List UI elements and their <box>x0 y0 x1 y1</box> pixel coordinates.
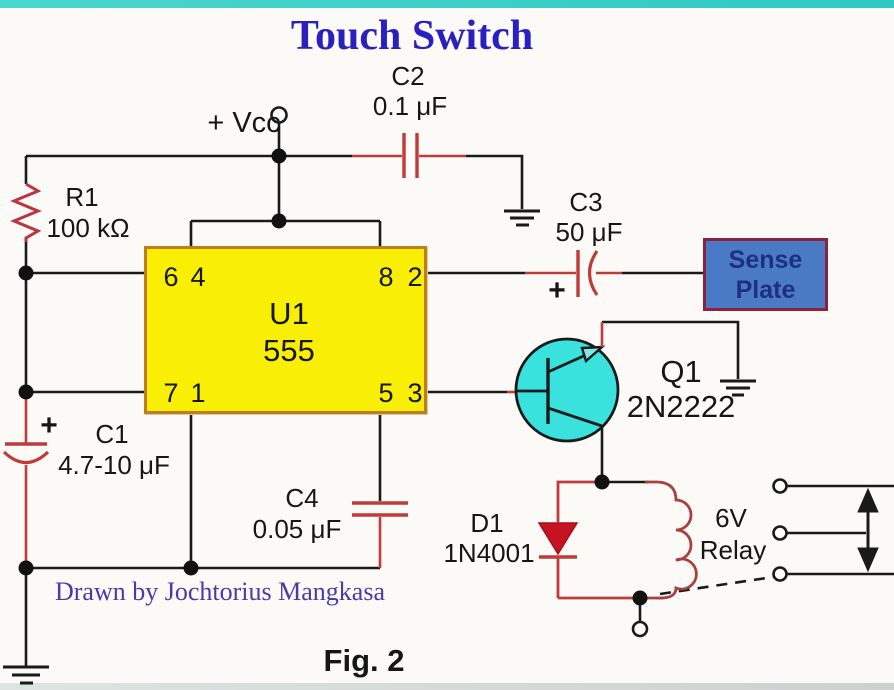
sense-plate-line2: Plate <box>735 275 796 304</box>
ic-pin-4: 4 <box>190 262 206 292</box>
d1-value: 1N4001 <box>443 538 535 568</box>
sense-plate-line1: Sense <box>728 245 803 274</box>
q1-ref: Q1 <box>660 354 702 389</box>
junction-dots <box>18 148 648 606</box>
c1-polarity: + <box>40 409 58 442</box>
ground-symbol-left-rail <box>3 665 49 685</box>
ic-u1-555: 6 4 8 2 7 1 5 3 U1 555 <box>144 246 427 414</box>
c4-value: 0.05 μF <box>252 514 342 544</box>
page-title: Touch Switch <box>290 13 534 59</box>
capacitor-c1-symbol <box>2 392 50 568</box>
sense-plate: Sense Plate <box>703 238 828 311</box>
ic-pin-2: 2 <box>407 262 423 292</box>
bottom-accent-bar <box>0 683 894 690</box>
relay-voltage: 6V <box>715 503 747 533</box>
c4-ref: C4 <box>285 483 319 513</box>
switch-contact-top <box>772 478 788 494</box>
c1-value: 4.7-10 μF <box>58 450 170 480</box>
resistor-r1-symbol <box>10 182 42 242</box>
relay-terminal <box>631 620 649 638</box>
c3-polarity: + <box>548 274 566 307</box>
figure-caption: Fig. 2 <box>323 643 405 678</box>
ic-pin-5: 5 <box>378 378 394 408</box>
ic-pin-3: 3 <box>407 378 423 408</box>
ic-pin-1: 1 <box>190 378 206 408</box>
transistor-q1-symbol <box>514 322 620 443</box>
open-terminals <box>270 106 788 638</box>
q1-value: 2N2222 <box>626 389 736 424</box>
relay-coil-symbol <box>640 480 698 600</box>
switch-throw-arrow <box>857 487 879 573</box>
c3-ref: C3 <box>569 187 603 217</box>
switch-contact-bottom <box>772 566 788 582</box>
ground-symbol-emitter <box>720 379 756 397</box>
top-accent-bar <box>0 0 894 8</box>
ic-pin-7: 7 <box>163 378 179 408</box>
vcc-terminal <box>270 106 288 124</box>
r1-value: 100 kΩ <box>46 213 130 243</box>
diode-d1-symbol <box>537 480 640 600</box>
c1-ref: C1 <box>95 419 129 449</box>
relay-label: Relay <box>699 535 767 565</box>
c2-value: 0.1 μF <box>372 91 448 121</box>
c2-ref: C2 <box>391 61 425 91</box>
r1-ref: R1 <box>65 182 99 212</box>
capacitor-c4-symbol <box>352 501 408 568</box>
c3-value: 50 μF <box>555 217 623 247</box>
d1-ref: D1 <box>470 508 504 538</box>
vcc-label: + Vcc <box>207 107 281 139</box>
switch-contact-middle <box>772 525 788 541</box>
ic-ref: U1 <box>269 296 309 331</box>
capacitor-c3-symbol <box>525 250 622 297</box>
ic-part-number: 555 <box>263 333 315 368</box>
capacitor-c2-symbol <box>352 133 466 178</box>
credit-line: Drawn by Jochtorius Mangkasa <box>55 577 385 606</box>
ic-pin-8: 8 <box>378 262 394 292</box>
ground-symbol-c2 <box>504 209 540 227</box>
emitter-arrow <box>580 345 606 364</box>
ic-pin-6: 6 <box>163 262 179 292</box>
